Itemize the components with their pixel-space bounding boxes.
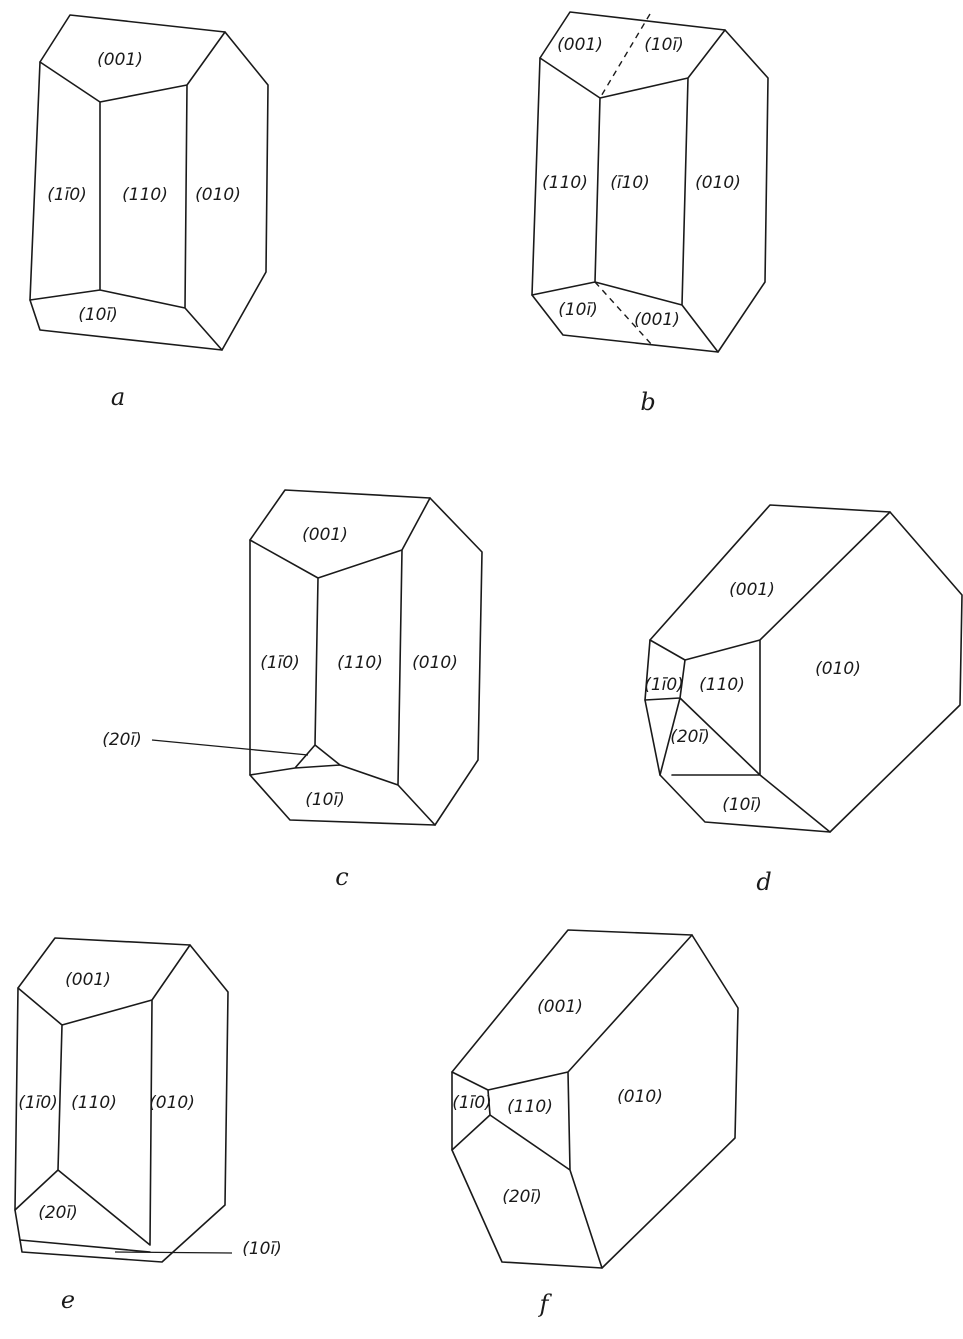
figure-caption-f: f xyxy=(538,1290,553,1318)
face-label-e-right: (010) xyxy=(149,1093,195,1113)
face-label-e-left: (1ī0) xyxy=(18,1093,58,1113)
face-label-f-left: (1ī0) xyxy=(452,1093,492,1113)
crystal-figure-c: (001) (1ī0) (110) (010) (10ī) (20ī) c xyxy=(102,489,483,891)
face-label-d-left: (1ī0) xyxy=(644,675,684,695)
pointer-line-e-10-1 xyxy=(114,1251,233,1254)
face-label-b-bottom-right: (001) xyxy=(634,310,680,330)
crystal-figure-e: (001) (1ī0) (110) (010) (20ī) (10ī) e xyxy=(14,937,282,1314)
crystal-b-twin-plane-top xyxy=(599,13,651,99)
face-label-c-small: (20ī) xyxy=(102,730,142,750)
figure-caption-e: e xyxy=(61,1286,75,1314)
face-label-f-right: (010) xyxy=(617,1087,663,1107)
face-label-c-left: (1ī0) xyxy=(260,653,300,673)
face-label-b-top-left: (001) xyxy=(557,35,603,55)
face-label-a-left: (1ī0) xyxy=(47,185,87,205)
face-label-a-front: (110) xyxy=(122,185,168,205)
figure-caption-a: a xyxy=(111,383,125,411)
face-label-c-right: (010) xyxy=(412,653,458,673)
pointer-line-c-20-1 xyxy=(151,739,309,756)
crystal-a-edges xyxy=(29,31,226,351)
face-label-b-right: (010) xyxy=(695,173,741,193)
face-label-d-top: (001) xyxy=(729,580,775,600)
crystal-figure-f: (001) (1ī0) (110) (010) (20ī) f xyxy=(451,929,739,1318)
face-label-e-sliver: (10ī) xyxy=(242,1239,282,1259)
crystal-e-outline xyxy=(14,937,229,1263)
crystal-f-outline xyxy=(451,929,739,1269)
face-label-b-bottom-left: (10ī) xyxy=(558,300,598,320)
crystal-figure-a: (001) (1ī0) (110) (010) (10ī) a xyxy=(29,14,269,411)
face-label-d-bottom: (10ī) xyxy=(722,795,762,815)
face-label-e-front: (110) xyxy=(71,1093,117,1113)
crystal-f-edges xyxy=(451,934,693,1269)
face-label-f-front: (110) xyxy=(507,1097,553,1117)
face-label-c-front: (110) xyxy=(337,653,383,673)
face-label-f-bottom: (20ī) xyxy=(502,1187,542,1207)
face-label-c-bottom: (10ī) xyxy=(305,790,345,810)
crystal-c-edges xyxy=(249,497,436,826)
crystal-e-edges xyxy=(14,944,191,1253)
face-label-c-top: (001) xyxy=(302,525,348,545)
crystal-d-outline xyxy=(644,504,963,833)
face-label-a-bottom: (10ī) xyxy=(78,305,118,325)
face-label-b-front: (ī10) xyxy=(610,173,650,193)
figure-caption-b: b xyxy=(640,388,655,416)
face-label-b-top-right: (10ī) xyxy=(644,35,684,55)
crystal-figure-d: (001) (1ī0) (110) (010) (20ī) (10ī) d xyxy=(644,504,963,896)
face-label-e-top: (001) xyxy=(65,970,111,990)
crystal-figure-b: (001) (10ī) (110) (ī10) (010) (10ī) (001… xyxy=(531,11,769,416)
face-label-b-left: (110) xyxy=(542,173,588,193)
face-label-a-right: (010) xyxy=(195,185,241,205)
face-label-d-front: (110) xyxy=(699,675,745,695)
face-label-d-right: (010) xyxy=(815,659,861,679)
crystal-b-twin-plane-bottom xyxy=(594,281,653,346)
face-label-f-top: (001) xyxy=(537,997,583,1017)
crystal-b-edges xyxy=(531,29,726,353)
figure-caption-c: c xyxy=(335,863,348,891)
crystal-d-edges xyxy=(644,511,891,833)
face-label-d-middle: (20ī) xyxy=(670,727,710,747)
face-label-e-bottom: (20ī) xyxy=(38,1203,78,1223)
figure-caption-d: d xyxy=(756,868,771,896)
face-label-a-top: (001) xyxy=(97,50,143,70)
